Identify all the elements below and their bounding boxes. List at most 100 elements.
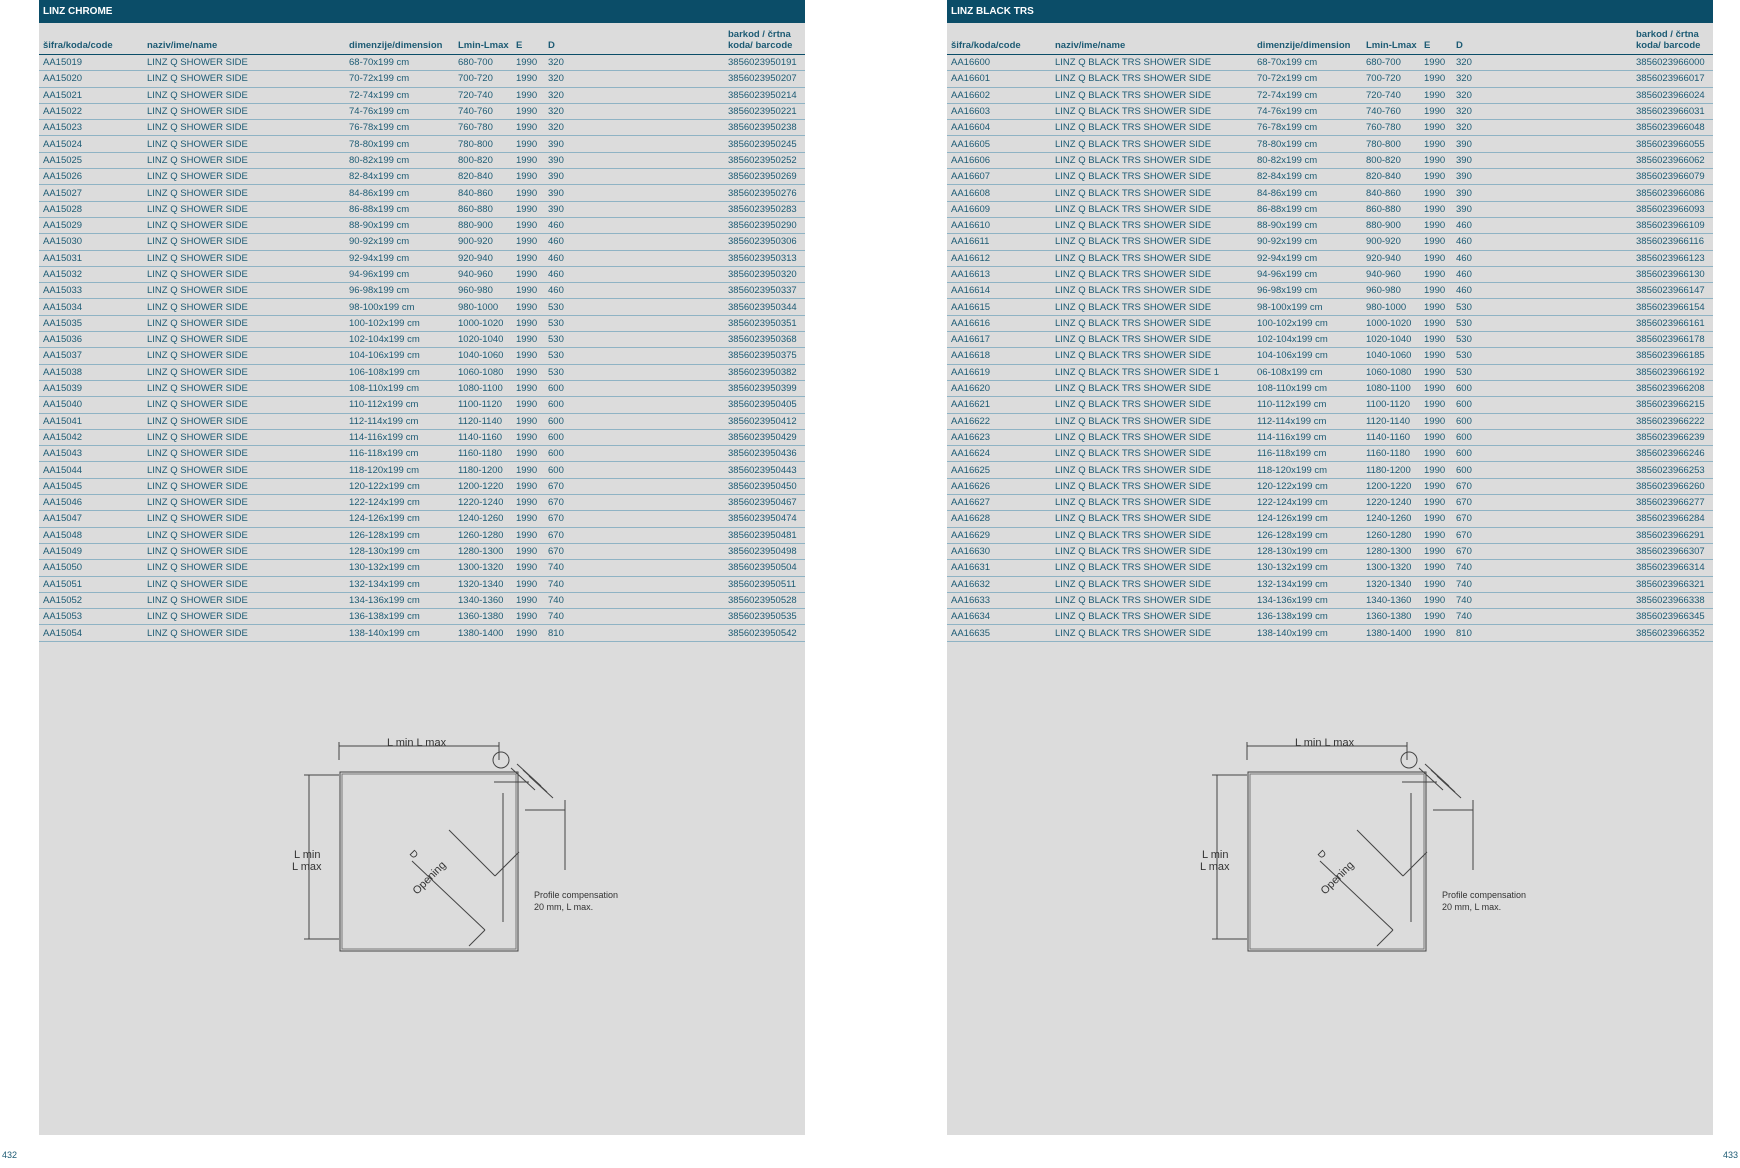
cell-dimension: 80-82x199 cm (345, 152, 454, 170)
cell-name: LINZ Q SHOWER SIDE (143, 380, 345, 398)
cell-lmin-lmax: 1040-1060 (1362, 347, 1420, 365)
cell-code: AA15024 (39, 135, 143, 153)
cell-dimension: 124-126x199 cm (345, 510, 454, 528)
cell-lmin-lmax: 880-900 (1362, 217, 1420, 235)
cell-barcode: 3856023950474 (724, 510, 805, 528)
cell-lmin-lmax: 760-780 (1362, 119, 1420, 137)
cell-dimension: 108-110x199 cm (1253, 380, 1362, 398)
cell-e: 1990 (1420, 461, 1452, 479)
cell-lmin-lmax: 860-880 (1362, 201, 1420, 218)
cell-d: 530 (544, 347, 724, 365)
page-number-right: 433 (1722, 1150, 1738, 1160)
cell-dimension: 112-114x199 cm (345, 413, 454, 430)
diagram-note-line-2: 20 mm, L max. (1442, 902, 1501, 912)
cell-barcode: 3856023966277 (1632, 494, 1713, 512)
cell-d: 530 (1452, 331, 1632, 349)
cell-lmin-lmax: 1080-1100 (454, 380, 512, 398)
cell-barcode: 3856023966222 (1632, 413, 1713, 430)
cell-dimension: 138-140x199 cm (1253, 624, 1362, 642)
cell-barcode: 3856023950252 (724, 152, 805, 170)
cell-e: 1990 (512, 282, 544, 300)
cell-barcode: 3856023966031 (1632, 103, 1713, 121)
cell-d: 320 (544, 54, 724, 72)
cell-d: 600 (544, 413, 724, 430)
cell-dimension: 132-134x199 cm (1253, 576, 1362, 593)
cell-barcode: 3856023950399 (724, 380, 805, 398)
cell-d: 740 (1452, 592, 1632, 610)
cell-d: 670 (544, 478, 724, 496)
cell-d: 670 (1452, 527, 1632, 544)
cell-e: 1990 (512, 201, 544, 218)
cell-code: AA15028 (39, 201, 143, 218)
cell-code: AA15051 (39, 576, 143, 593)
cell-dimension: 104-106x199 cm (1253, 347, 1362, 365)
cell-barcode: 3856023966116 (1632, 233, 1713, 251)
cell-e: 1990 (512, 103, 544, 121)
cell-name: LINZ Q SHOWER SIDE (143, 592, 345, 610)
cell-name: LINZ Q SHOWER SIDE (143, 135, 345, 153)
cell-dimension: 114-116x199 cm (345, 429, 454, 447)
cell-dimension: 70-72x199 cm (345, 70, 454, 88)
cell-d: 670 (544, 510, 724, 528)
cell-d: 460 (544, 282, 724, 300)
cell-barcode: 3856023950498 (724, 543, 805, 561)
cell-lmin-lmax: 1380-1400 (454, 624, 512, 642)
cell-barcode: 3856023966024 (1632, 87, 1713, 104)
cell-d: 530 (1452, 347, 1632, 365)
cell-dimension: 130-132x199 cm (1253, 559, 1362, 577)
cell-d: 670 (1452, 543, 1632, 561)
cell-d: 460 (1452, 250, 1632, 267)
cell-e: 1990 (512, 184, 544, 202)
cell-barcode: 3856023950269 (724, 168, 805, 186)
cell-code: AA16615 (947, 298, 1051, 316)
cell-lmin-lmax: 1160-1180 (454, 445, 512, 463)
cell-code: AA16634 (947, 608, 1051, 626)
cell-code: AA16627 (947, 494, 1051, 512)
cell-code: AA16633 (947, 592, 1051, 610)
cell-lmin-lmax: 1100-1120 (1362, 396, 1420, 414)
cell-d: 740 (1452, 608, 1632, 626)
cell-name: LINZ Q BLACK TRS SHOWER SIDE (1051, 217, 1253, 235)
cell-code: AA16612 (947, 250, 1051, 267)
cell-lmin-lmax: 920-940 (454, 250, 512, 267)
cell-lmin-lmax: 1220-1240 (1362, 494, 1420, 512)
cell-code: AA16601 (947, 70, 1051, 88)
cell-d: 670 (1452, 494, 1632, 512)
cell-dimension: 122-124x199 cm (345, 494, 454, 512)
cell-d: 740 (544, 592, 724, 610)
cell-dimension: 70-72x199 cm (1253, 70, 1362, 88)
cell-name: LINZ Q SHOWER SIDE (143, 70, 345, 88)
cell-d: 390 (544, 201, 724, 218)
cell-d: 390 (1452, 152, 1632, 170)
cell-barcode: 3856023950375 (724, 347, 805, 365)
cell-code: AA16620 (947, 380, 1051, 398)
cell-barcode: 3856023966000 (1632, 54, 1713, 72)
cell-lmin-lmax: 960-980 (454, 282, 512, 300)
cell-name: LINZ Q BLACK TRS SHOWER SIDE (1051, 624, 1253, 642)
cell-lmin-lmax: 1000-1020 (1362, 315, 1420, 333)
cell-d: 600 (544, 461, 724, 479)
diagram-d-label: D (1315, 848, 1328, 861)
cell-name: LINZ Q SHOWER SIDE (143, 413, 345, 430)
cell-name: LINZ Q BLACK TRS SHOWER SIDE (1051, 282, 1253, 300)
cell-barcode: 3856023966215 (1632, 396, 1713, 414)
cell-lmin-lmax: 1200-1220 (1362, 478, 1420, 496)
cell-lmin-lmax: 1020-1040 (1362, 331, 1420, 349)
cell-barcode: 3856023950245 (724, 135, 805, 153)
cell-code: AA16632 (947, 576, 1051, 593)
cell-name: LINZ Q BLACK TRS SHOWER SIDE (1051, 119, 1253, 137)
cell-dimension: 120-122x199 cm (345, 478, 454, 496)
cell-code: AA16630 (947, 543, 1051, 561)
cell-name: LINZ Q SHOWER SIDE (143, 608, 345, 626)
cell-d: 600 (1452, 445, 1632, 463)
cell-code: AA15021 (39, 87, 143, 104)
cell-d: 320 (1452, 87, 1632, 104)
